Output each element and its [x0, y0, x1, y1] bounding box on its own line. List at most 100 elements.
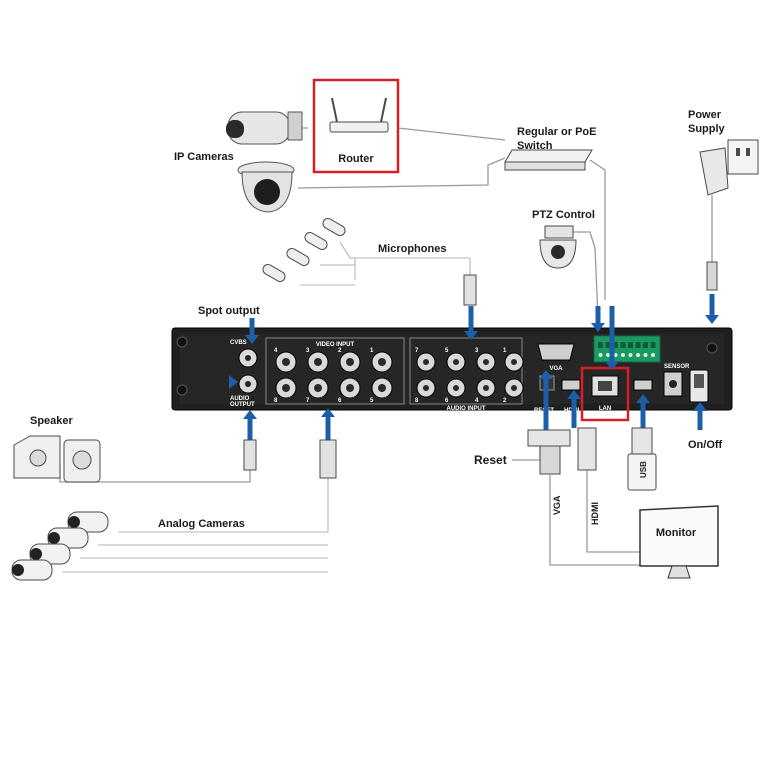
ptz-mount-icon	[544, 225, 574, 239]
wire-hdmi	[586, 470, 640, 553]
arrow-audio-output-head	[229, 375, 238, 389]
rca-pin-icon	[453, 359, 459, 365]
video-cables: VGA HDMI	[527, 427, 600, 525]
panel-screw-icon	[176, 384, 188, 396]
wire-ipcam-switch	[297, 157, 506, 189]
switch-label-line-2: Switch	[517, 140, 553, 152]
router-antenna-right	[380, 97, 387, 123]
dome-camera-lens-icon	[254, 179, 280, 205]
vga-connector-icon	[527, 429, 571, 447]
speaker-cone-icon	[72, 450, 92, 470]
sensor-screw-icon	[621, 353, 625, 357]
router-label: Router	[338, 153, 374, 165]
microphones: Microphones	[262, 218, 477, 306]
lan-highlight-box	[580, 366, 630, 422]
speaker: Speaker	[13, 415, 257, 483]
sensor-terminal-block[interactable]	[593, 335, 661, 363]
sensor-terminal-pins	[598, 342, 656, 357]
bnc-pin-icon	[378, 384, 386, 392]
bnc-pin-icon	[378, 358, 386, 366]
audio-port-number: 2	[503, 398, 507, 404]
speaker-label: Speaker	[30, 415, 74, 427]
power-supply-label: Power Supply	[688, 109, 726, 135]
sensor-pin-icon	[605, 342, 611, 348]
rca-pin-icon	[423, 359, 429, 365]
bnc-pin-icon	[346, 384, 354, 392]
monitor-stand-icon	[667, 565, 691, 579]
audio-output-label-line-2: OUTPUT	[230, 402, 255, 408]
arrow-spot-output-head	[245, 335, 259, 344]
bullet-camera-mount-icon	[287, 111, 303, 141]
arrow-lan-head	[605, 361, 619, 370]
sensor-screw-icon	[598, 353, 603, 357]
audio-port-number: 4	[475, 398, 479, 404]
arrow-on-off	[697, 410, 703, 430]
panel-screw-icon	[176, 336, 188, 348]
video-port-number: 8	[274, 398, 278, 404]
video-port-number: 6	[338, 398, 342, 404]
sensor-pin-icon	[650, 342, 656, 348]
audio-output-label: AUDIO OUTPUT	[230, 396, 255, 408]
sensor-pin-icon	[643, 342, 648, 348]
arrow-power-head	[705, 315, 719, 324]
dc-power-pin-icon	[669, 380, 677, 388]
usb-port[interactable]	[633, 379, 653, 391]
bnc-pin-icon	[346, 358, 354, 366]
audio-output-label-line-1: AUDIO	[230, 396, 250, 402]
router-icon	[329, 121, 389, 133]
vga-port-label: VGA	[549, 366, 563, 372]
arrow-microphone	[468, 306, 474, 332]
switch-label-line-1: Regular or PoE	[517, 126, 596, 138]
vga-cable-label: VGA	[552, 495, 562, 515]
bnc-pin-icon	[314, 358, 322, 366]
wire-cam-1	[118, 478, 329, 533]
audio-port-number: 6	[445, 398, 449, 404]
video-port-number: 5	[370, 398, 374, 404]
wire-ptz	[572, 231, 599, 319]
cvbs-label: CVBS	[230, 340, 247, 346]
audio-port-number: 5	[445, 348, 449, 354]
switch-label: Regular or PoE Switch	[517, 126, 600, 152]
microphones-label: Microphones	[378, 243, 446, 255]
analog-camera-icon	[11, 559, 53, 581]
sensor-screw-icon	[651, 353, 655, 357]
bnc-pin-icon	[314, 384, 322, 392]
rca-pin-icon	[511, 385, 517, 391]
ptz-lens-icon	[551, 245, 565, 259]
arrow-hdmi	[571, 398, 577, 428]
ip-cameras-label: IP Cameras	[174, 151, 234, 163]
video-port-number: 3	[306, 348, 310, 354]
audio-port-number: 3	[475, 348, 479, 354]
outlet-slot-left-icon	[736, 148, 740, 156]
sensor-screw-icon	[636, 353, 640, 357]
audio-port-number: 7	[415, 348, 419, 354]
hdmi-port[interactable]	[561, 379, 581, 391]
analog-cameras-label: Analog Cameras	[158, 518, 245, 530]
usb-drive-label: USB	[639, 461, 648, 478]
speaker-rca-plug-icon	[243, 439, 257, 471]
vga-port[interactable]	[537, 343, 575, 361]
audio-output-port-pin-icon	[245, 381, 251, 387]
arrow-analog-cameras-head	[321, 408, 335, 417]
microphone-icon	[262, 264, 286, 282]
lan-port-socket-icon	[598, 381, 612, 391]
power-supply: Power Supply	[688, 109, 759, 291]
wire-mic-1	[339, 241, 471, 275]
sensor-screw-icon	[606, 353, 610, 357]
router: Router	[312, 78, 400, 174]
arrow-vga-head	[539, 370, 553, 379]
sensor-pin-icon	[598, 342, 603, 348]
arrow-lan	[609, 306, 615, 362]
rca-pin-icon	[483, 359, 489, 365]
rca-pin-icon	[511, 359, 517, 365]
ip-cameras: IP Cameras	[174, 111, 303, 213]
hdmi-connector-icon	[577, 427, 597, 471]
rca-pin-icon	[483, 385, 489, 391]
wire-router-switch	[397, 127, 506, 141]
bnc-pin-icon	[282, 384, 290, 392]
power-adapter-icon	[699, 147, 729, 196]
wire-vga	[549, 475, 640, 566]
audio-port-number: 1	[503, 348, 507, 354]
